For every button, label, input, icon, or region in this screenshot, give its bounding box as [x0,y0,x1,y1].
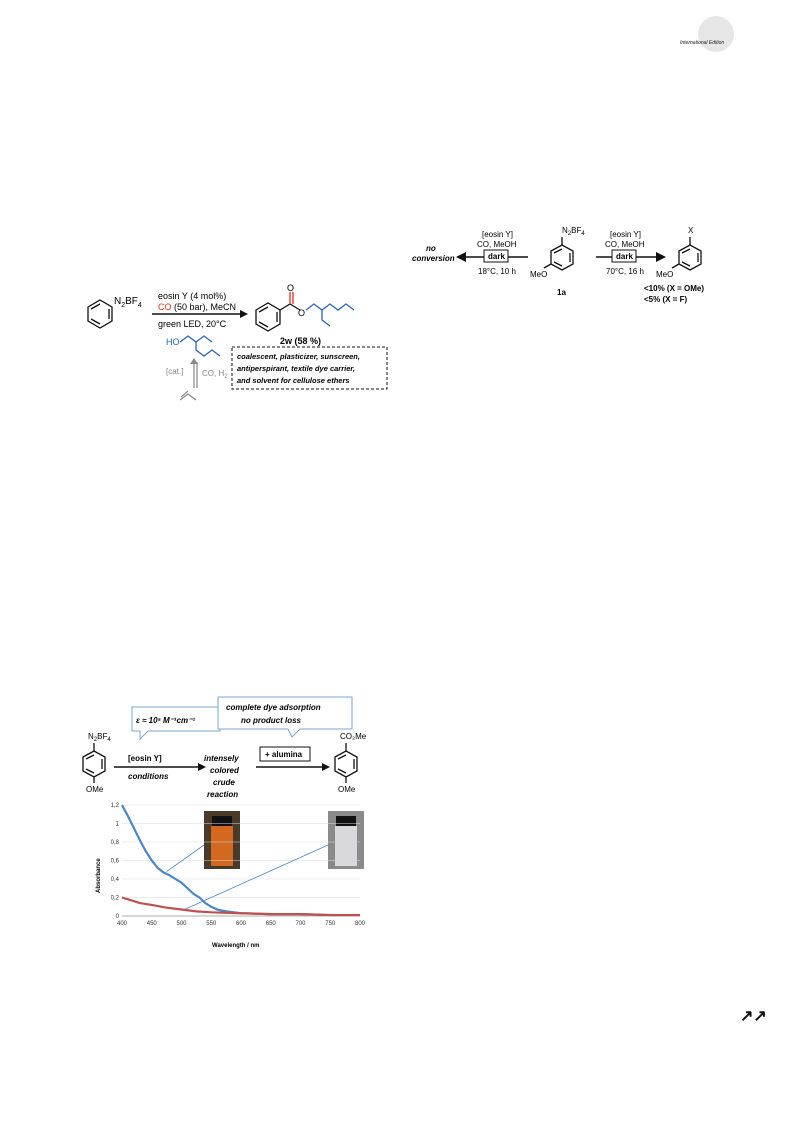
left-arrow-head [456,252,466,262]
edition-label: International Edition [680,40,725,46]
bottom-substrate-ome: OMe [86,785,104,794]
product-benzoate [255,302,301,332]
ester-o: O [298,308,305,318]
benzene-substrate [87,299,113,329]
result-f: <5% (X = F) [644,295,687,304]
alcohol-ethyl [195,335,213,343]
crude-line-4: reaction [207,790,238,799]
substrate-meo: MeO [530,270,547,279]
left-reagent-2: CO, MeOH [477,240,517,249]
x-tick-label: 800 [355,921,366,927]
adsorption-callout [217,696,353,738]
reagent-bottom: green LED, 20°C [158,319,227,329]
bottom-reagent-top: [eosin Y] [128,754,162,763]
substrate-label: 1a [557,288,566,297]
cat-label: [cat.] [166,367,183,376]
no-conversion-2: conversion [412,254,455,263]
x-tick-label: 500 [176,921,187,927]
right-dark-box [611,249,637,263]
hydroformylation-arrowhead [190,358,198,364]
epsilon-text: ε ≈ 10⁵ M⁻¹cm⁻¹ [136,716,195,725]
uses-box [231,346,388,390]
adsorption-text-1: complete dye adsorption [226,703,321,712]
series-line-1 [121,896,360,917]
carbonylation-scheme: N2BF4 eosin Y (4 mol%) CO (50 bar), MeCN… [87,283,388,401]
pointer-clear [184,844,329,910]
bottom-substrate-ring [82,743,106,783]
left-reagent-1: [eosin Y] [482,230,513,239]
x-axis-label: Wavelength / nm [212,943,259,949]
y-tick-label: 0,2 [111,896,120,902]
bottom-diazonium: N2BF4 [88,732,111,743]
dark-control-scheme: [eosin Y] CO, MeOH dark 18°C, 10 h no co… [412,226,704,304]
dye-adsorption-figure: ε ≈ 10⁵ M⁻¹cm⁻¹ complete dye adsorption … [82,696,367,949]
x-tick-label: 600 [236,921,247,927]
y-tick-label: 1 [116,822,120,828]
bottom-reagent-bottom: conditions [128,772,169,781]
next-page-arrows[interactable]: ↗↗ [740,1008,767,1025]
alcohol-chain [179,335,221,357]
co-h2-label: CO, H2 [202,369,228,380]
x-tick-label: 450 [147,921,158,927]
propene [179,393,197,401]
product-x: X [688,226,694,235]
crude-line-1: intensely [204,754,239,763]
ester-chain [305,303,355,311]
absorbance-chart: 0 0,2 0,4 0,6 0,8 1 1,2 400 450 500 550 600 650 700 75… [111,803,366,927]
diazonium-label: N2BF4 [114,296,142,309]
result-ome: <10% (X = OMe) [644,284,704,293]
uses-line-2: antiperspirant, textile dye carrier, [237,364,355,373]
product-meo: MeO [656,270,673,279]
x-tick-label: 700 [295,921,306,927]
carbonyl-o: O [287,283,294,293]
alumina-box [259,746,311,762]
y-tick-label: 0,4 [111,877,120,883]
alcohol-ho: HO [166,337,180,347]
x-tick-label: 550 [206,921,217,927]
y-tick-label: 0 [116,914,120,920]
series-line-0 [121,804,360,917]
bottom-product-ome: OMe [338,785,356,794]
right-reagent-1: [eosin Y] [610,230,641,239]
arrow-head [240,310,248,318]
uses-line-1: coalescent, plasticizer, sunscreen, [237,352,360,361]
bottom-arrow-1-head [198,763,206,771]
uses-line-3: and solvent for cellulose ethers [237,376,350,385]
left-dark-label: dark [488,252,505,261]
bottom-arrow-2-head [322,763,330,771]
substrate-1a [543,237,574,271]
right-reagent-2: CO, MeOH [605,240,645,249]
x-tick-label: 750 [325,921,336,927]
edition-badge [698,16,734,52]
y-axis-label: Absorbance [96,858,102,893]
crude-line-3: crude [213,778,235,787]
propene-double-bond [180,390,189,398]
alumina-label: + alumina [265,750,303,759]
clear-vial-photo [328,811,364,869]
adsorption-text-2: no product loss [241,716,302,725]
pointer-orange [166,844,205,872]
bottom-product-ring [334,743,358,783]
bottom-product-co2me: CO₂Me [340,732,367,741]
product-anisole [671,237,702,271]
product-label: 2w (58 %) [280,336,321,346]
x-tick-label: 650 [266,921,277,927]
right-arrow-head [656,252,666,262]
crude-line-2: colored [210,766,240,775]
ester-ethyl [321,310,331,327]
reagent-top: eosin Y (4 mol%) [158,291,226,301]
x-tick-label: 400 [117,921,128,927]
left-dark-box [483,249,509,263]
reagent-co: CO (50 bar), MeCN [158,302,236,312]
y-tick-label: 0,6 [111,859,120,865]
right-conditions: 70°C, 16 h [606,267,644,276]
y-tick-label: 1,2 [111,803,120,809]
diazonium-label-1a: N2BF4 [562,226,585,237]
orange-vial-photo [204,811,240,869]
y-tick-label: 0,8 [111,840,120,846]
left-conditions: 18°C, 10 h [478,267,516,276]
no-conversion-1: no [426,244,436,253]
right-dark-label: dark [616,252,633,261]
